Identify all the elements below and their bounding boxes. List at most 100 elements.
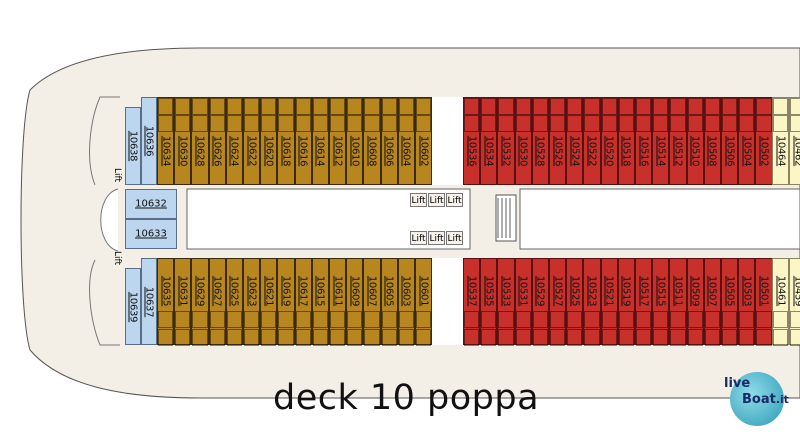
cabin-10639[interactable]: 10639 xyxy=(125,268,141,345)
cabin-10504[interactable]: 10504 xyxy=(738,97,756,185)
cabin-10530[interactable]: 10530 xyxy=(514,97,532,185)
cabin-10636[interactable]: 10636 xyxy=(141,97,157,185)
cabin-10606[interactable]: 10606 xyxy=(380,97,398,185)
cabin-number: 10514 xyxy=(655,136,667,167)
cabin-10505[interactable]: 10505 xyxy=(721,258,739,346)
cabin-10607[interactable]: 10607 xyxy=(363,258,381,346)
cabin-10617[interactable]: 10617 xyxy=(294,258,312,346)
cabin-10459[interactable]: 10459 xyxy=(789,258,800,346)
cabin-10625[interactable]: 10625 xyxy=(225,258,243,346)
cabin-10626[interactable]: 10626 xyxy=(208,97,226,185)
cabin-10506[interactable]: 10506 xyxy=(721,97,739,185)
cabin-10622[interactable]: 10622 xyxy=(243,97,261,185)
cabin-10537[interactable]: 10537 xyxy=(463,258,481,346)
cabin-10602[interactable]: 10602 xyxy=(415,97,433,185)
cabin-10601[interactable]: 10601 xyxy=(415,258,433,346)
cabin-number: 10601 xyxy=(418,276,430,307)
cabin-10502[interactable]: 10502 xyxy=(755,97,773,185)
cabin-10522[interactable]: 10522 xyxy=(583,97,601,185)
cabin-10524[interactable]: 10524 xyxy=(566,97,584,185)
cabin-10523[interactable]: 10523 xyxy=(583,258,601,346)
cabin-number: 10502 xyxy=(758,136,770,167)
cabin-10521[interactable]: 10521 xyxy=(600,258,618,346)
cabin-10616[interactable]: 10616 xyxy=(294,97,312,185)
cabin-10526[interactable]: 10526 xyxy=(549,97,567,185)
cabin-10511[interactable]: 10511 xyxy=(669,258,687,346)
cabin-balcony xyxy=(498,329,514,346)
cabin-10624[interactable]: 10624 xyxy=(225,97,243,185)
cabin-10532[interactable]: 10532 xyxy=(497,97,515,185)
cabin-10512[interactable]: 10512 xyxy=(669,97,687,185)
cabin-number: 10608 xyxy=(366,136,378,167)
cabin-10536[interactable]: 10536 xyxy=(463,97,481,185)
cabin-10518[interactable]: 10518 xyxy=(617,97,635,185)
cabin-10535[interactable]: 10535 xyxy=(480,258,498,346)
cabin-balcony xyxy=(244,98,260,115)
cabin-10462[interactable]: 10462 xyxy=(789,97,800,185)
cabin-number: 10635 xyxy=(160,276,172,307)
cabin-10629[interactable]: 10629 xyxy=(191,258,209,346)
cabin-balcony xyxy=(175,98,191,115)
cabin-10517[interactable]: 10517 xyxy=(635,258,653,346)
cabin-10621[interactable]: 10621 xyxy=(260,258,278,346)
cabin-10464[interactable]: 10464 xyxy=(772,97,790,185)
lift: Lift xyxy=(428,231,445,245)
cabin-balcony xyxy=(244,115,260,132)
cabin-10534[interactable]: 10534 xyxy=(480,97,498,185)
cabin-10509[interactable]: 10509 xyxy=(686,258,704,346)
cabin-10533[interactable]: 10533 xyxy=(497,258,515,346)
cabin-10529[interactable]: 10529 xyxy=(531,258,549,346)
cabin-10610[interactable]: 10610 xyxy=(346,97,364,185)
cabin-10631[interactable]: 10631 xyxy=(174,258,192,346)
cabin-number: 10636 xyxy=(143,125,155,157)
cabin-balcony xyxy=(618,98,634,115)
cabin-10514[interactable]: 10514 xyxy=(652,97,670,185)
cabin-balcony xyxy=(381,115,397,132)
cabin-10612[interactable]: 10612 xyxy=(329,97,347,185)
cabin-number: 10623 xyxy=(246,276,258,307)
cabin-10623[interactable]: 10623 xyxy=(243,258,261,346)
cabin-10637[interactable]: 10637 xyxy=(141,258,157,345)
cabin-10632[interactable]: 10632 xyxy=(125,189,177,219)
lift: Lift xyxy=(410,231,427,245)
cabin-10634[interactable]: 10634 xyxy=(157,97,175,185)
cabin-10605[interactable]: 10605 xyxy=(380,258,398,346)
cabin-10510[interactable]: 10510 xyxy=(686,97,704,185)
cabin-10611[interactable]: 10611 xyxy=(329,258,347,346)
cabin-10515[interactable]: 10515 xyxy=(652,258,670,346)
cabin-10461[interactable]: 10461 xyxy=(772,258,790,346)
cabin-10519[interactable]: 10519 xyxy=(617,258,635,346)
cabin-10525[interactable]: 10525 xyxy=(566,258,584,346)
cabin-10503[interactable]: 10503 xyxy=(738,258,756,346)
cabin-balcony xyxy=(226,115,242,132)
cabin-balcony xyxy=(515,311,531,328)
cabin-10604[interactable]: 10604 xyxy=(397,97,415,185)
cabin-10628[interactable]: 10628 xyxy=(191,97,209,185)
cabin-10501[interactable]: 10501 xyxy=(755,258,773,346)
cabin-balcony xyxy=(464,98,480,115)
cabin-10527[interactable]: 10527 xyxy=(549,258,567,346)
cabin-10638[interactable]: 10638 xyxy=(125,107,141,185)
cabin-10619[interactable]: 10619 xyxy=(277,258,295,346)
cabin-10508[interactable]: 10508 xyxy=(703,97,721,185)
cabin-balcony xyxy=(226,98,242,115)
cabin-10516[interactable]: 10516 xyxy=(635,97,653,185)
cabin-balcony xyxy=(790,115,800,132)
cabin-10507[interactable]: 10507 xyxy=(703,258,721,346)
cabin-10608[interactable]: 10608 xyxy=(363,97,381,185)
cabin-10627[interactable]: 10627 xyxy=(208,258,226,346)
cabin-10603[interactable]: 10603 xyxy=(397,258,415,346)
cabin-10609[interactable]: 10609 xyxy=(346,258,364,346)
cabin-10614[interactable]: 10614 xyxy=(311,97,329,185)
cabin-10630[interactable]: 10630 xyxy=(174,97,192,185)
cabin-balcony xyxy=(601,311,617,328)
cabin-10620[interactable]: 10620 xyxy=(260,97,278,185)
cabin-10615[interactable]: 10615 xyxy=(311,258,329,346)
cabin-10531[interactable]: 10531 xyxy=(514,258,532,346)
cabin-10528[interactable]: 10528 xyxy=(531,97,549,185)
cabin-10633[interactable]: 10633 xyxy=(125,219,177,249)
cabin-10520[interactable]: 10520 xyxy=(600,97,618,185)
cabin-10618[interactable]: 10618 xyxy=(277,97,295,185)
cabin-10635[interactable]: 10635 xyxy=(157,258,175,346)
